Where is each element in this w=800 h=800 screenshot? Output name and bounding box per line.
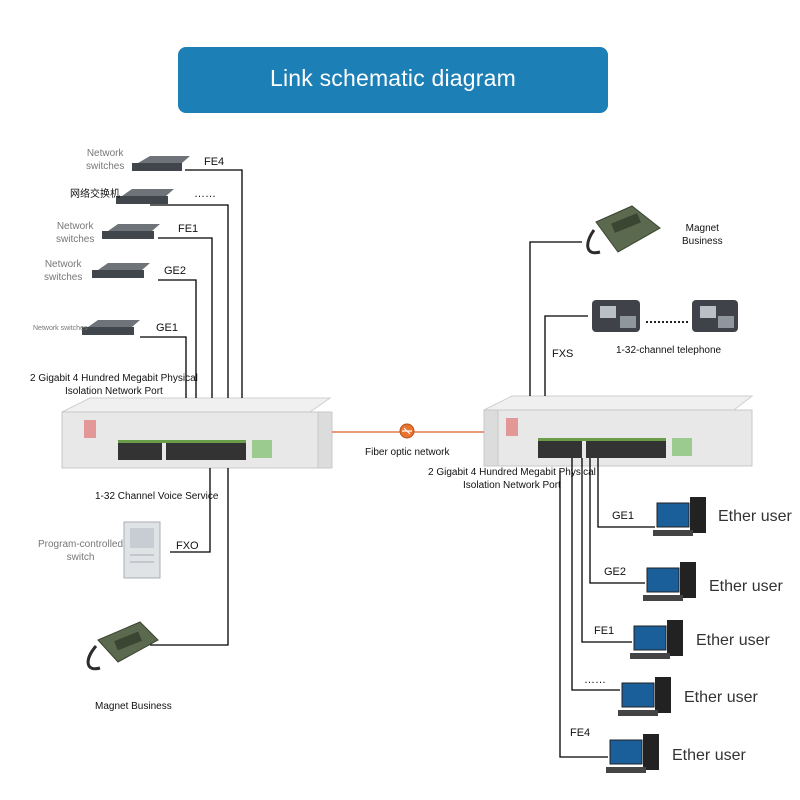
right-device — [483, 395, 754, 467]
link-fxs — [544, 315, 588, 396]
ether-user-label: Ether user — [718, 508, 792, 525]
link-fe1 — [158, 237, 213, 398]
pbx-label: Program-controlled switch — [38, 539, 124, 563]
switch-label: Network switches — [86, 148, 125, 172]
telephone-icon — [692, 300, 738, 332]
computer-icon — [630, 620, 683, 659]
computer-icon — [643, 562, 696, 601]
ether-user-label: Ether user — [709, 578, 783, 595]
user-port-label: …… — [584, 674, 606, 686]
fiber-icon — [399, 423, 415, 439]
page-title: Link schematic diagram — [269, 65, 516, 91]
switch-label: Network switches — [33, 325, 88, 332]
telephone-icon — [592, 300, 640, 332]
user-port-label: FE1 — [594, 625, 615, 637]
switch-icon — [82, 320, 140, 335]
network-switch-icons — [82, 156, 190, 335]
port-label: FE1 — [178, 223, 199, 235]
magnet-phone-icon — [86, 621, 159, 671]
computer-icon — [618, 677, 671, 716]
link-left-magnet — [150, 468, 229, 646]
pbx-cabinet-icon — [123, 521, 161, 579]
user-port-label: GE2 — [604, 566, 627, 578]
switch-icon — [116, 189, 174, 204]
port-label: GE2 — [164, 265, 187, 277]
voice-service-label: 1-32 Channel Voice Service — [95, 491, 219, 502]
link-user-ge1 — [597, 458, 655, 528]
left-magnet-label: Magnet Business — [95, 701, 172, 712]
link-user-fe4 — [559, 470, 608, 758]
left-port-block — [118, 440, 246, 460]
fxs-label: FXS — [552, 348, 574, 360]
magnet-phone-icon — [586, 205, 661, 255]
switch-label: Network switches — [56, 221, 95, 245]
switch-icon — [132, 156, 190, 171]
computer-icon — [653, 497, 706, 536]
title-banner: Link schematic diagram — [178, 47, 608, 113]
link-ge2 — [158, 279, 197, 398]
link-fe4 — [185, 169, 243, 398]
right-magnet-label: Magnet Business — [682, 223, 723, 247]
link-user-fe1 — [581, 458, 632, 643]
port-label: FE4 — [204, 156, 225, 168]
switch-label: 网络交换机 — [70, 189, 120, 200]
user-port-label: FE4 — [570, 727, 591, 739]
link-dots-top — [150, 204, 229, 398]
user-port-label: GE1 — [612, 510, 635, 522]
ether-user-label: Ether user — [684, 689, 758, 706]
link-right-magnet — [529, 241, 582, 396]
link-user-ge2 — [589, 458, 645, 584]
fiber-label: Fiber optic network — [365, 447, 450, 458]
ether-user-label: Ether user — [696, 632, 770, 649]
telephone-label: 1-32-channel telephone — [616, 345, 722, 356]
port-label: …… — [194, 188, 216, 200]
computer-icon — [606, 734, 659, 773]
left-device-label: 2 Gigabit 4 Hundred Megabit Physical Iso… — [30, 373, 198, 397]
right-port-block — [538, 438, 666, 458]
link-fxo — [170, 468, 211, 553]
computer-icons — [606, 497, 706, 773]
left-device — [61, 397, 333, 469]
port-label: GE1 — [156, 322, 179, 334]
link-user-dots — [571, 458, 620, 691]
link-ge1 — [140, 336, 187, 398]
fxo-label: FXO — [176, 540, 199, 552]
right-device-label: 2 Gigabit 4 Hundred Megabit Physical Iso… — [428, 467, 596, 491]
ether-user-label: Ether user — [672, 747, 746, 764]
switch-icon — [92, 263, 150, 278]
switch-icon — [102, 224, 160, 239]
switch-label: Network switches — [44, 259, 83, 283]
